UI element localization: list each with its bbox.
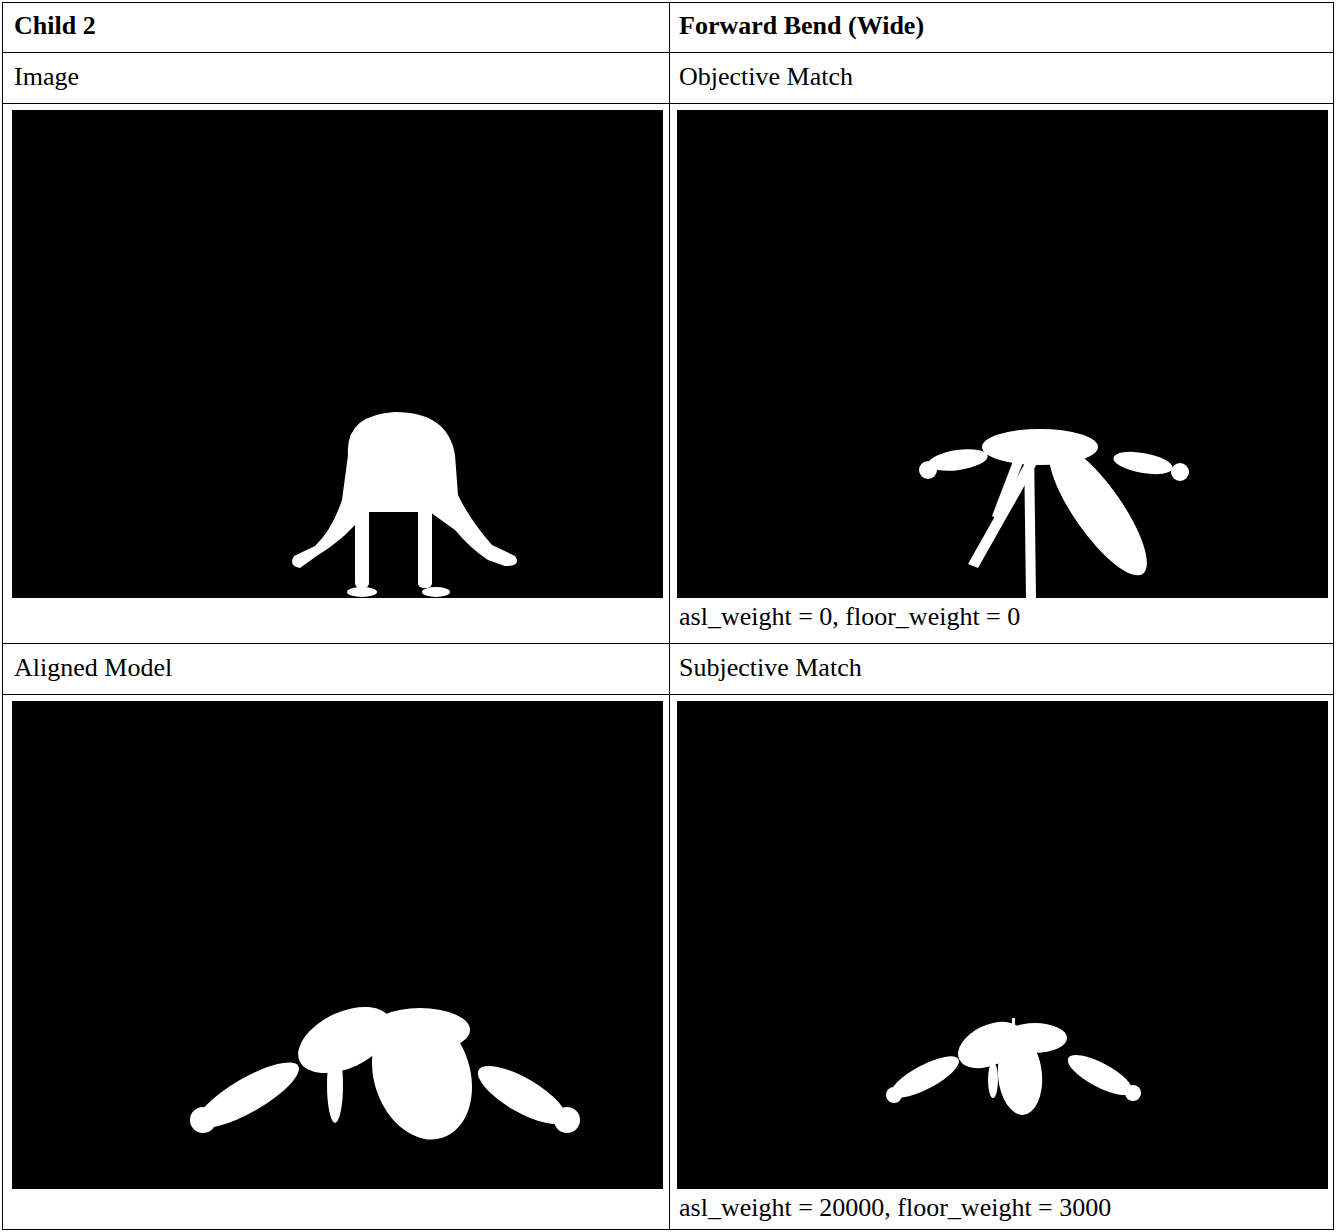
row-header: Child 2 [14,12,96,41]
panel-caption: asl_weight = 0, floor_weight = 0 [679,603,1020,632]
subjective-model-image [677,701,1328,1189]
silhouette-image [12,110,663,598]
panel-label: Subjective Match [679,654,862,683]
panel-caption: asl_weight = 20000, floor_weight = 3000 [679,1194,1111,1223]
objective-model-image [677,110,1328,598]
panel-label: Aligned Model [14,654,172,683]
panel-label: Image [14,63,79,92]
aligned-model-image [12,701,663,1189]
column-header: Forward Bend (Wide) [679,12,924,41]
panel-label: Objective Match [679,63,853,92]
